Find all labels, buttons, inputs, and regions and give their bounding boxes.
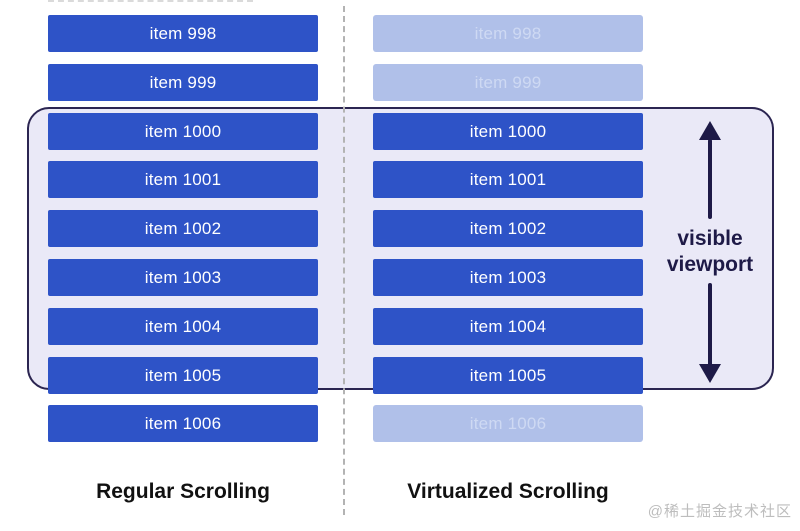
visible-viewport-label-line1: visible [677,227,743,250]
watermark: @稀土掘金技术社区 [647,503,792,520]
arrow-up-icon [699,121,721,140]
list-item: item 1001 [48,161,318,198]
list-item: item 998 [373,15,643,52]
list-item: item 1004 [373,308,643,345]
left-column-title: Regular Scrolling [96,480,270,503]
visible-viewport-label: visible viewport [644,226,776,278]
list-item: item 1005 [373,357,643,394]
list-item: item 1000 [373,113,643,150]
list-item: item 1004 [48,308,318,345]
arrow-down-icon [699,364,721,383]
list-item: item 1003 [373,259,643,296]
list-item: item 998 [48,15,318,52]
list-item: item 1006 [373,405,643,442]
list-item: item 1006 [48,405,318,442]
right-column-title: Virtualized Scrolling [407,480,609,503]
list-item: item 1000 [48,113,318,150]
list-item: item 1005 [48,357,318,394]
arrow-line-bottom [708,283,712,366]
list-item: item 1001 [373,161,643,198]
visible-viewport-label-line2: viewport [666,253,754,276]
arrow-line-top [708,139,712,219]
list-item: item 1002 [48,210,318,247]
column-divider-line [343,6,345,515]
list-item: item 999 [373,64,643,101]
list-item: item 999 [48,64,318,101]
list-item: item 1003 [48,259,318,296]
list-item: item 1002 [373,210,643,247]
cropped-row-artifact [48,0,253,2]
